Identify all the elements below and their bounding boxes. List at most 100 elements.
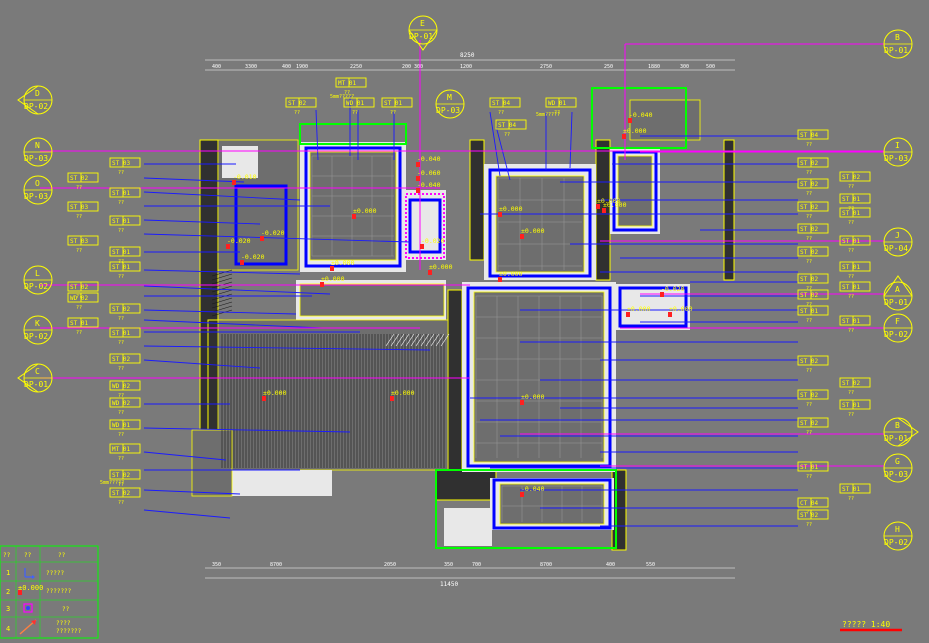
room-centre-shaft (404, 190, 446, 260)
room-north-west (300, 142, 406, 272)
callout-sheet: DP-04 (884, 244, 908, 253)
svg-text:ST 02: ST 02 (842, 380, 860, 387)
section-callout[interactable]: IDP-03 (883, 137, 913, 167)
material-tag: ST 01?? (109, 215, 141, 234)
callout-sheet: DP-02 (884, 538, 908, 547)
tile-grid (311, 155, 603, 522)
section-callout[interactable]: LDP-02 (23, 265, 53, 295)
level-mark: ±0.000 (520, 227, 545, 239)
material-tag: ST 01?? (797, 305, 829, 324)
material-tag: ST 02?? (797, 509, 829, 528)
level-mark: ±0.000 (626, 305, 651, 317)
svg-text:??: ?? (504, 132, 510, 138)
legend-row-4-num: 4 (6, 625, 10, 633)
svg-text:ST 01: ST 01 (112, 264, 130, 271)
svg-text:ST 01: ST 01 (842, 284, 860, 291)
svg-text:±0.000: ±0.000 (597, 197, 621, 205)
section-callout[interactable]: HDP-02 (883, 521, 913, 551)
material-tag: ST 01?? (839, 483, 871, 502)
svg-text:??: ?? (118, 482, 124, 488)
svg-text:ST 02: ST 02 (800, 292, 818, 299)
svg-text:±0.000: ±0.000 (499, 270, 523, 278)
material-tag: ST 02?? (285, 97, 317, 116)
svg-text:??: ?? (118, 456, 124, 462)
svg-text:??: ?? (118, 500, 124, 506)
level-mark: -0.010 (232, 173, 257, 185)
svg-text:-0.040: -0.040 (417, 181, 441, 189)
section-callout[interactable]: NDP-03 (23, 137, 53, 167)
svg-text:±0.000: ±0.000 (499, 205, 523, 213)
svg-text:??: ?? (390, 110, 396, 116)
svg-text:MT 01: MT 01 (112, 446, 130, 453)
section-callout[interactable]: ADP-01 (883, 275, 913, 311)
callout-sheet: DP-01 (884, 298, 908, 307)
svg-text:±0.000: ±0.000 (353, 207, 377, 215)
svg-text:??: ?? (806, 259, 812, 265)
svg-text:±0.000: ±0.000 (263, 389, 287, 397)
section-callout[interactable]: ODP-03 (23, 175, 53, 205)
section-callout[interactable]: E DP-01 (408, 15, 438, 51)
svg-text:WD 02: WD 02 (112, 383, 130, 390)
section-callout[interactable]: BDP-01 (883, 29, 913, 59)
material-tags-right: ST 04??ST 02??ST 02??ST 02??ST 01??ST 02… (797, 129, 871, 528)
material-tag: ST 02?? (797, 273, 829, 292)
svg-text:??: ?? (118, 366, 124, 372)
svg-text:WD 01: WD 01 (112, 422, 130, 429)
callout-id: E (420, 19, 425, 28)
svg-text:-0.010: -0.010 (233, 173, 257, 181)
svg-text:ST 04: ST 04 (492, 100, 510, 107)
floor-hatching (211, 269, 450, 468)
level-mark: -0.040 (520, 485, 545, 497)
material-tags-left: ST 03??ST 02??ST 01??ST 03??ST 01??ST 03… (67, 157, 141, 506)
section-callout[interactable]: KDP-02 (23, 315, 53, 345)
legend-row-3-desc: ?? (62, 606, 70, 613)
svg-text:??: ?? (76, 330, 82, 336)
callout-sheet: DP-01 (409, 32, 433, 41)
top-total-dimension: 8250 (460, 52, 475, 59)
material-tag: ST 02?? (109, 353, 141, 372)
section-callout[interactable]: BDP-01 (883, 417, 919, 447)
section-callout[interactable]: MDP-03 (435, 89, 465, 119)
legend-row-1-num: 1 (6, 569, 10, 577)
level-mark: ±0.000 (596, 197, 621, 209)
material-tag: ST 02?? (839, 171, 871, 190)
svg-text:ST 03: ST 03 (70, 204, 88, 211)
scale-text: ????? 1:40 (842, 620, 890, 629)
svg-text:ST 01: ST 01 (384, 100, 402, 107)
svg-text:??: ?? (848, 412, 854, 418)
section-callout[interactable]: CDP-01 (17, 363, 53, 393)
legend-row-2-num: 2 (6, 588, 10, 596)
level-mark: ±0.000 (352, 207, 377, 219)
top-dimension-value: 2250 (350, 64, 362, 70)
svg-text:±0.000: ±0.000 (627, 305, 651, 313)
svg-text:ST 02: ST 02 (800, 226, 818, 233)
svg-text:??: ?? (294, 110, 300, 116)
section-arrow-icon (19, 619, 37, 635)
section-callout[interactable]: GDP-03 (883, 453, 913, 483)
callout-id: J (895, 231, 900, 240)
material-tag: MT 01?? (335, 77, 367, 96)
bottom-dimension-value: 8700 (270, 562, 282, 568)
top-dimension-value: 1880 (648, 64, 660, 70)
svg-text:??: ?? (848, 184, 854, 190)
svg-text:??: ?? (848, 220, 854, 226)
svg-text:±0.000: ±0.000 (331, 259, 355, 267)
level-mark: ±0.000 (390, 389, 415, 401)
material-tag: ST 04?? (495, 119, 527, 138)
svg-text:±0.000: ±0.000 (521, 393, 545, 401)
legend-row-1-desc: ????? (46, 570, 64, 577)
svg-text:ST 01: ST 01 (842, 196, 860, 203)
callout-id: B (895, 33, 900, 42)
svg-text:ST 01: ST 01 (842, 264, 860, 271)
section-callout[interactable]: FDP-02 (883, 313, 913, 343)
svg-text:±0.000: ±0.000 (603, 201, 627, 209)
material-tag: ST 01?? (839, 193, 871, 212)
svg-text:ST 01: ST 01 (112, 249, 130, 256)
svg-text:-0.020: -0.020 (421, 237, 445, 245)
section-callout[interactable]: DDP-02 (17, 85, 53, 115)
material-tag: WD 02?? (67, 292, 99, 311)
svg-text:??: ?? (118, 274, 124, 280)
section-callout[interactable]: J DP-04 (883, 227, 913, 257)
